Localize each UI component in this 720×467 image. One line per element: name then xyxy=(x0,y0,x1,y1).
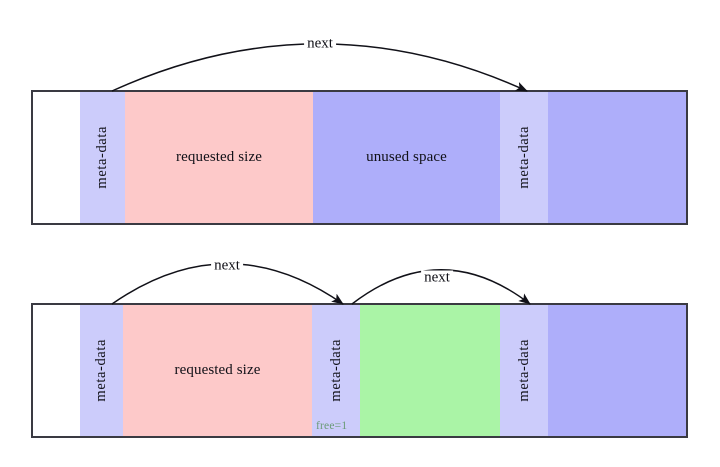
segment-meta-data-2: meta-data free=1 xyxy=(312,305,360,436)
segment-requested-size: requested size xyxy=(123,305,312,436)
segment-meta-data-1: meta-data xyxy=(80,92,125,223)
segment-meta-data-1-label: meta-data xyxy=(94,126,111,189)
segment-empty xyxy=(33,92,80,223)
after-split-next-arrow-2-label: next xyxy=(421,270,453,286)
segment-meta-data-1: meta-data xyxy=(80,305,123,436)
segment-meta-data-3-label: meta-data xyxy=(515,339,532,402)
memory-block-before-split: meta-data requested size unused space meta-… xyxy=(31,90,688,225)
segment-free-space xyxy=(548,305,686,436)
segment-requested-size-label: requested size xyxy=(174,362,261,378)
after-split-next-arrow-1-label: next xyxy=(211,258,243,274)
segment-requested-size-label: requested size xyxy=(176,149,262,165)
segment-meta-data-2-label: meta-data xyxy=(515,126,532,189)
segment-meta-data-2: meta-data xyxy=(500,92,548,223)
segment-new-free-block xyxy=(360,305,500,436)
segment-unused-space-label: unused space xyxy=(366,149,447,165)
segment-meta-data-3: meta-data xyxy=(500,305,548,436)
segment-meta-data-2-label: meta-data xyxy=(327,339,344,402)
segment-unused-space: unused space xyxy=(313,92,500,223)
segment-meta-data-1-label: meta-data xyxy=(93,339,110,402)
segment-free-space xyxy=(548,92,686,223)
free-flag-label: free=1 xyxy=(316,419,348,432)
before-split-next-arrow-1-label: next xyxy=(304,36,336,52)
segment-requested-size: requested size xyxy=(125,92,313,223)
segment-empty xyxy=(33,305,80,436)
